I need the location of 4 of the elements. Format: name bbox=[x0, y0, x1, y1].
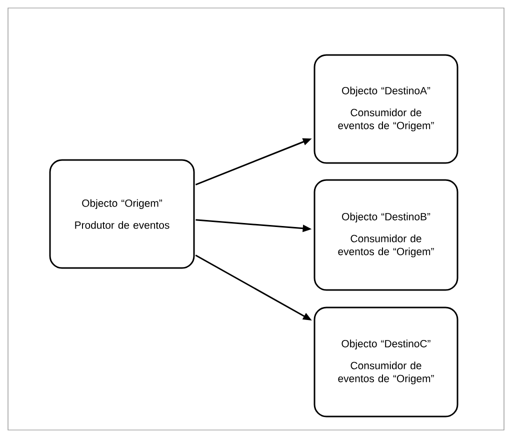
object-box: Objecto “DestinoB” Consumidor de eventos de “Origem” bbox=[314, 179, 458, 291]
object-box: Objecto “Origem” Produtor de eventos bbox=[49, 159, 195, 269]
object-box: Objecto “DestinoA” Consumidor de eventos de “Origem” bbox=[314, 54, 458, 164]
object-box: Objecto “DestinoC” Consumidor de eventos de “Origem” bbox=[314, 306, 458, 418]
